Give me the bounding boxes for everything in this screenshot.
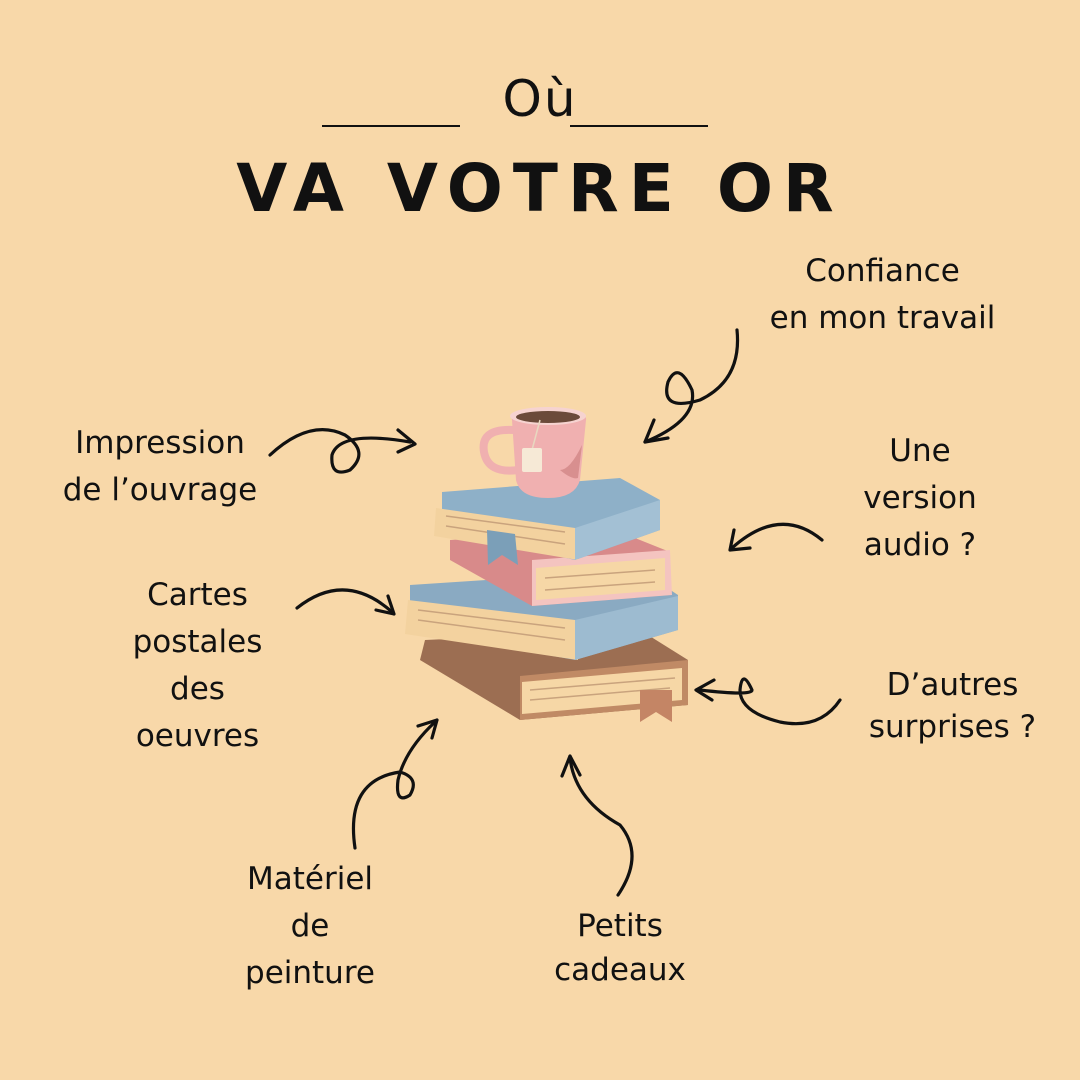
label-material: Matériel de peinture <box>245 861 375 991</box>
arrow-material <box>351 720 437 850</box>
arrowhead-material <box>416 718 439 740</box>
arrowhead-confidence <box>643 418 670 444</box>
arrowhead-postcards <box>374 594 396 616</box>
label-printing: Impression de l’ouvrage <box>62 425 258 508</box>
arrow-surprises <box>698 677 842 726</box>
heading-right-line <box>570 125 708 127</box>
arrowhead-gifts <box>560 754 582 778</box>
arrow-printing <box>268 428 412 474</box>
arrowhead-printing <box>396 428 417 454</box>
label-gifts: Petits cadeaux <box>554 908 686 988</box>
arrowhead-surprises <box>694 678 716 702</box>
heading-small-row: Où <box>0 70 1080 150</box>
arrow-gifts <box>568 756 634 897</box>
arrow-confidence <box>643 328 740 444</box>
heading-title: VA VOTRE OR <box>236 150 844 227</box>
heading-left-line <box>322 125 460 127</box>
arrowhead-audio <box>728 528 752 552</box>
label-postcards: Cartes postales des oeuvres <box>132 577 263 754</box>
book-brown <box>420 630 688 722</box>
heading-small: Où <box>502 70 578 128</box>
mug <box>479 407 587 498</box>
label-surprises: D’autres surprises ? <box>868 667 1037 745</box>
book-blue-top <box>434 478 660 565</box>
arrow-postcards <box>295 588 394 614</box>
label-confidence: Confiance en mon travail <box>769 253 996 336</box>
label-audio: Une version audio ? <box>863 433 977 563</box>
arrow-audio <box>730 522 824 550</box>
